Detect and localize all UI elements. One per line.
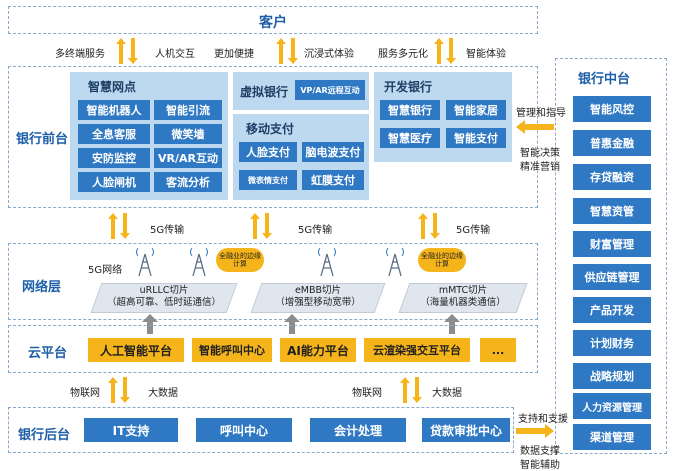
middle-item-risk: 智能风控	[573, 96, 651, 122]
security-monitor-tile: 安防监控	[78, 148, 150, 168]
double-arrow-icon	[400, 377, 422, 403]
double-arrow-icon	[108, 213, 130, 239]
smart-bank-tile: 智慧银行	[380, 100, 440, 120]
vr-ar-tile: VR/AR互动	[154, 148, 222, 168]
transfer-label: 5G传输	[298, 225, 333, 236]
up-arrow-icon	[284, 314, 300, 334]
slice-urllc-name: uRLLC切片	[139, 285, 189, 296]
bottom-arrow-label: 大数据	[148, 388, 178, 399]
top-arrow-label: 更加便捷	[214, 49, 254, 60]
network-layer-label: 网络层	[22, 280, 62, 295]
slice-urllc-desc: （超高可靠、低时延通信）	[106, 297, 221, 308]
network-layer-section	[8, 243, 538, 320]
side-label-top: 精准营销	[520, 162, 560, 173]
more-tile: ...	[480, 338, 516, 362]
smart-medical-tile: 智慧医疗	[380, 128, 440, 148]
cell-tower-icon	[318, 247, 336, 277]
bottom-arrow-label: 物联网	[70, 388, 100, 399]
double-arrow-icon	[108, 377, 130, 403]
5g-network-label: 5G网络	[88, 265, 123, 276]
middle-item-hr: 人力资源管理	[573, 393, 651, 419]
middle-office-section	[555, 58, 667, 454]
top-arrow-label: 多终端服务	[55, 49, 105, 60]
cloud-platform-label: 云平台	[28, 346, 68, 361]
smart-pay-tile: 智能支付	[446, 128, 506, 148]
smart-guidance-tile: 智能引流	[154, 100, 222, 120]
middle-item-asset-mgmt: 智慧资管	[573, 198, 651, 224]
right-arrow-icon	[516, 424, 554, 438]
top-arrow-label: 沉浸式体验	[304, 49, 354, 60]
cloud-render-tile: 云渲染强交互平台	[364, 338, 470, 362]
face-pay-tile: 人脸支付	[239, 142, 297, 162]
edge-computing-badge: 全融业的边缘计算	[418, 248, 466, 272]
hologram-service-tile: 全息客服	[78, 124, 150, 144]
customer-bar: 客户	[8, 6, 538, 34]
cell-tower-icon	[136, 247, 154, 277]
brainwave-pay-tile: 脑电波支付	[302, 142, 364, 162]
middle-item-product-dev: 产品开发	[573, 297, 651, 323]
middle-office-title: 银行中台	[578, 72, 631, 87]
transfer-label: 5G传输	[456, 225, 491, 236]
accounting-tile: 会计处理	[310, 418, 406, 442]
middle-item-finance-plan: 计划财务	[573, 330, 651, 356]
top-arrow-label: 智能体验	[466, 49, 506, 60]
slice-mmtc-name: mMTC切片	[438, 285, 488, 296]
cloud-platform-section	[8, 325, 538, 373]
double-arrow-icon	[276, 38, 298, 64]
bank-front-section	[8, 66, 538, 208]
slice-embb-name: eMBB切片	[294, 285, 342, 296]
virtual-bank-title: 虚拟银行	[240, 85, 289, 99]
ai-platform-tile: 人工智能平台	[88, 338, 184, 362]
face-gate-tile: 人脸闸机	[78, 172, 150, 192]
smart-call-center-tile: 智能呼叫中心	[192, 338, 272, 362]
middle-item-channel: 渠道管理	[573, 424, 651, 450]
bank-front-label: 银行前台	[16, 132, 69, 147]
middle-item-inclusive: 普惠金融	[573, 130, 651, 156]
side-label-bottom: 支持和支援	[518, 414, 568, 425]
ai-capability-tile: AI能力平台	[280, 338, 356, 362]
call-center-tile: 呼叫中心	[196, 418, 292, 442]
middle-item-strategy: 战略规划	[573, 363, 651, 389]
bank-back-section	[8, 407, 514, 453]
side-label-top: 管理和指导	[516, 108, 566, 119]
up-arrow-icon	[142, 314, 158, 334]
open-bank-title: 开发银行	[384, 80, 433, 94]
bottom-arrow-label: 物联网	[352, 388, 382, 399]
cell-tower-icon	[190, 247, 208, 277]
bank-back-label: 银行后台	[18, 428, 71, 443]
customer-label: 客户	[259, 15, 287, 31]
loan-approval-tile: 贷款审批中心	[422, 418, 510, 442]
side-label-bottom: 智能辅助	[520, 460, 560, 471]
slice-mmtc-desc: （海量机器类通信）	[420, 297, 506, 308]
it-support-tile: IT支持	[84, 418, 178, 442]
traffic-analysis-tile: 客流分析	[154, 172, 222, 192]
micro-expression-pay-tile: 微表情支付	[239, 170, 297, 190]
middle-item-wealth: 财富管理	[573, 231, 651, 257]
bottom-arrow-label: 大数据	[432, 388, 462, 399]
middle-item-deposit-loan: 存贷融资	[573, 164, 651, 190]
vp-ar-remote-tile: VP/AR远程互动	[295, 80, 365, 100]
top-arrow-label: 人机交互	[155, 49, 195, 60]
smart-home-tile: 智能家居	[446, 100, 506, 120]
side-label-bottom: 数据支撑	[520, 446, 560, 457]
double-arrow-icon	[434, 38, 456, 64]
double-arrow-icon	[418, 213, 440, 239]
up-arrow-icon	[444, 314, 460, 334]
cell-tower-icon	[386, 247, 404, 277]
double-arrow-icon	[250, 213, 272, 239]
iris-pay-tile: 虹膜支付	[302, 170, 364, 190]
side-label-top: 智能决策	[520, 148, 560, 159]
slice-embb-desc: （增强型移动宽带）	[275, 297, 361, 308]
edge-computing-badge: 全融业的边缘计算	[216, 248, 264, 272]
mobile-pay-title: 移动支付	[246, 122, 295, 136]
smart-branch-title: 智慧网点	[88, 80, 137, 94]
transfer-label: 5G传输	[150, 225, 185, 236]
smart-robot-tile: 智能机器人	[78, 100, 150, 120]
double-arrow-icon	[116, 38, 138, 64]
top-arrow-label: 服务多元化	[378, 49, 428, 60]
middle-item-supply-chain: 供应链管理	[573, 264, 651, 290]
smile-wall-tile: 微笑墙	[154, 124, 222, 144]
left-arrow-icon	[516, 120, 554, 134]
